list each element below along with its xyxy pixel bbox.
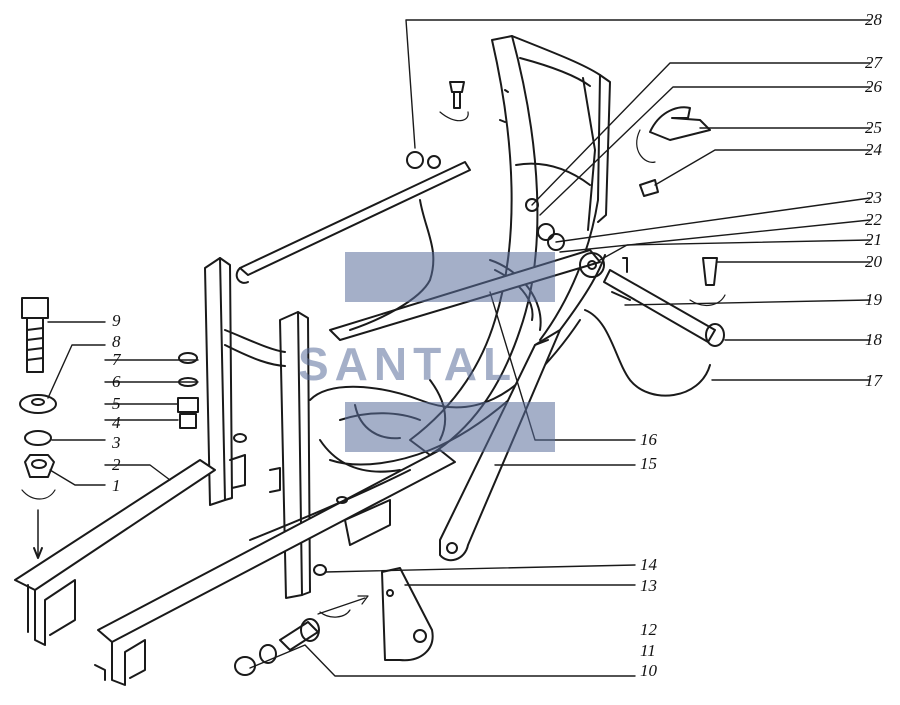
lower-rails — [14, 449, 456, 686]
bottom-hardware — [234, 564, 434, 676]
callout-1: 1 — [112, 476, 121, 495]
left-hardware — [19, 297, 57, 559]
top-hardware — [449, 81, 718, 286]
callout-25: 25 — [865, 118, 882, 137]
mid-hardware — [177, 352, 348, 504]
curved-hoop — [409, 35, 611, 456]
callout-9: 9 — [112, 311, 121, 330]
callout-2: 2 — [112, 455, 121, 474]
callout-4: 4 — [112, 413, 121, 432]
callout-24: 24 — [865, 140, 882, 159]
exploded-arcs — [21, 111, 726, 618]
callout-18: 18 — [865, 330, 882, 349]
watermark-logo: SANTAL — [298, 252, 555, 452]
callout-28: 28 — [865, 10, 882, 29]
callout-17: 17 — [865, 371, 882, 390]
callout-16: 16 — [640, 430, 657, 449]
callout-19: 19 — [865, 290, 882, 309]
watermark-text: SANTAL — [298, 338, 517, 390]
callout-14: 14 — [640, 555, 657, 574]
leader-lines — [47, 19, 871, 677]
callout-11: 11 — [640, 641, 656, 660]
callout-8: 8 — [112, 332, 121, 351]
callout-15: 15 — [640, 454, 657, 473]
callout-21: 21 — [865, 230, 882, 249]
callout-5: 5 — [112, 394, 121, 413]
callout-3: 3 — [112, 433, 121, 452]
callout-12: 12 — [640, 620, 657, 639]
callout-6: 6 — [112, 372, 121, 391]
callout-27: 27 — [865, 53, 882, 72]
callout-22: 22 — [865, 210, 882, 229]
callout-20: 20 — [865, 252, 882, 271]
callout-23: 23 — [865, 188, 882, 207]
callout-13: 13 — [640, 576, 657, 595]
callout-26: 26 — [865, 77, 882, 96]
callout-10: 10 — [640, 661, 657, 680]
top-rod — [235, 151, 471, 284]
callout-7: 7 — [112, 350, 121, 369]
